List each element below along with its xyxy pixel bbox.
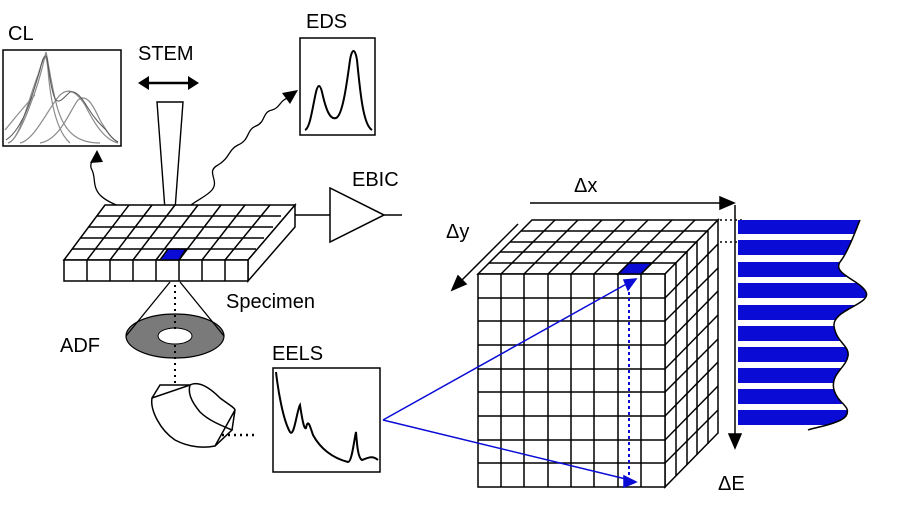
cl-spectrum-panel bbox=[2, 49, 122, 147]
cube-axes bbox=[450, 195, 743, 450]
adf-label: ADF bbox=[60, 335, 100, 357]
spectrum-image-cube bbox=[476, 218, 720, 489]
projection-lines bbox=[382, 278, 638, 489]
ebic-label: EBIC bbox=[352, 169, 399, 191]
delta-y-label: Δy bbox=[446, 221, 470, 243]
ebic-amplifier bbox=[295, 186, 402, 244]
eds-signal-arrow bbox=[184, 90, 298, 211]
stem-label: STEM bbox=[138, 43, 194, 65]
eels-spectrometer bbox=[151, 383, 258, 448]
delta-e-label: ΔE bbox=[718, 473, 745, 495]
eels-spectrum-panel bbox=[272, 367, 381, 473]
eds-label: EDS bbox=[306, 11, 348, 33]
eels-label: EELS bbox=[272, 343, 324, 365]
delta-x-label: Δx bbox=[574, 175, 598, 197]
eds-spectrum-panel bbox=[299, 37, 376, 136]
specimen-grid bbox=[62, 202, 297, 284]
cl-label: CL bbox=[8, 23, 34, 45]
specimen-label: Specimen bbox=[226, 291, 315, 313]
energy-spectrum-profile bbox=[738, 219, 868, 431]
adf-detector bbox=[125, 281, 225, 385]
